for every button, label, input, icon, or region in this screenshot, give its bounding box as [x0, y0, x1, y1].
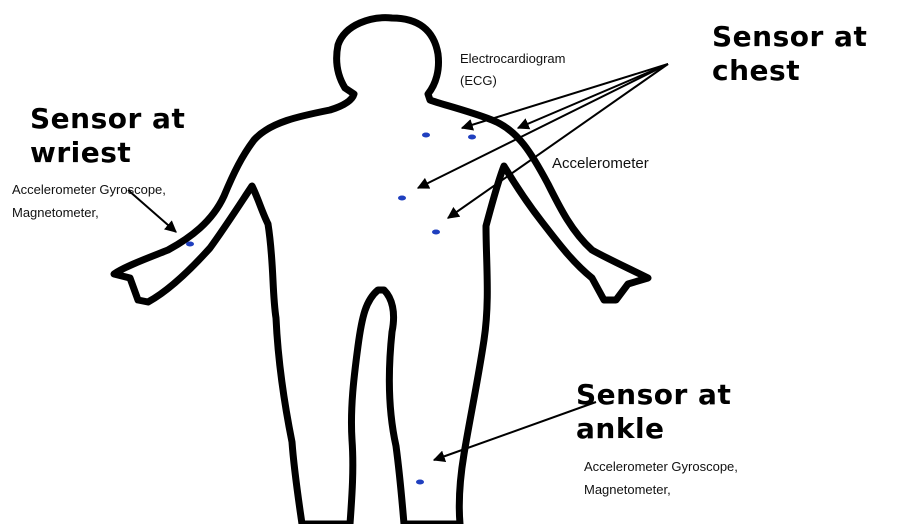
ecg-label-line2: (ECG) — [460, 70, 566, 92]
wrist-sensors-line2: Magnetometer, — [12, 201, 166, 224]
wrist-sensors-line1: Accelerometer Gyroscope, — [12, 178, 166, 201]
sensor-dot-abdomen — [432, 230, 440, 235]
human-body-outline — [114, 18, 648, 524]
ankle-heading: Sensor at ankle — [576, 378, 731, 446]
wrist-sensor-list: Accelerometer Gyroscope, Magnetometer, — [12, 178, 166, 224]
sensor-dot-wrist — [186, 242, 194, 247]
wrist-heading: Sensor at wriest — [30, 102, 185, 170]
ecg-label: Electrocardiogram (ECG) — [460, 48, 566, 92]
chest-heading-line2: chest — [712, 54, 867, 88]
sensor-dot-chest-ecg-right — [468, 135, 476, 140]
ankle-heading-line2: ankle — [576, 412, 731, 446]
ankle-heading-line1: Sensor at — [576, 378, 731, 412]
chest-heading: Sensor at chest — [712, 20, 867, 88]
sensor-dot-chest-ecg-left — [422, 133, 430, 138]
ankle-sensors-line2: Magnetometer, — [584, 478, 738, 501]
wrist-heading-line1: Sensor at — [30, 102, 185, 136]
chest-heading-line1: Sensor at — [712, 20, 867, 54]
ecg-label-line1: Electrocardiogram — [460, 48, 566, 70]
wrist-heading-line2: wriest — [30, 136, 185, 170]
sensor-dot-ankle — [416, 480, 424, 485]
accelerometer-label: Accelerometer — [552, 154, 649, 174]
ankle-sensor-list: Accelerometer Gyroscope, Magnetometer, — [584, 455, 738, 501]
sensor-dot-chest-accelerometer — [398, 196, 406, 201]
arrow-ankle-sensor — [434, 402, 596, 460]
ankle-sensors-line1: Accelerometer Gyroscope, — [584, 455, 738, 478]
